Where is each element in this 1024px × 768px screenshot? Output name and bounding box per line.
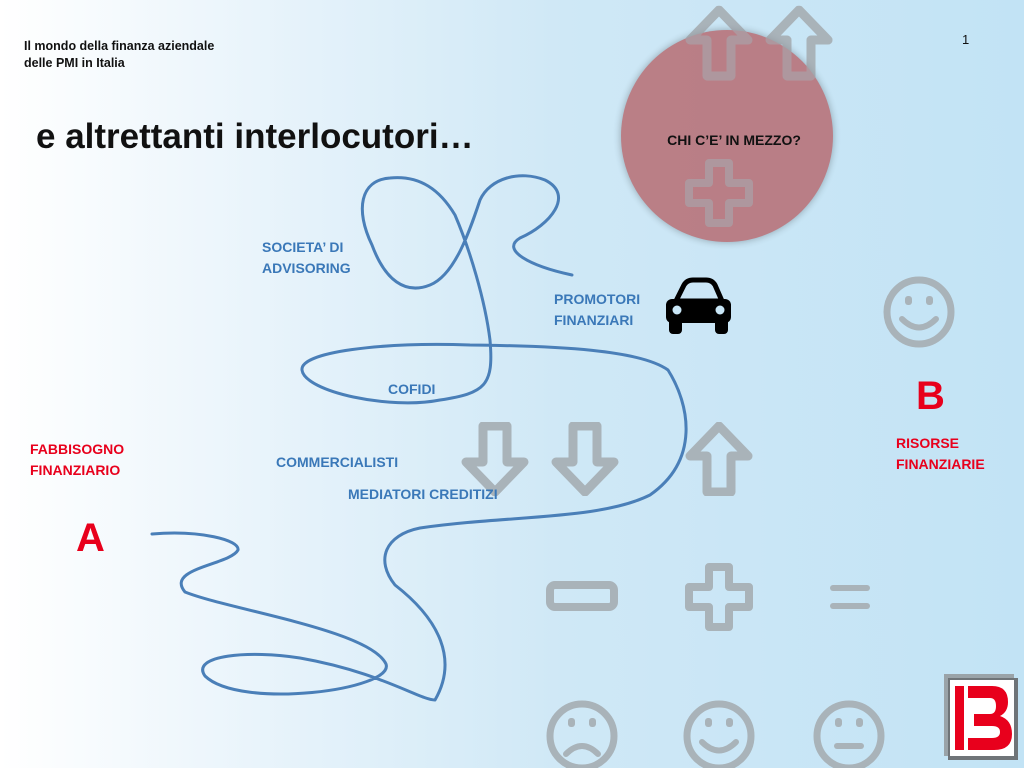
- equals-icon: [830, 585, 870, 609]
- point-a: A: [76, 516, 105, 560]
- point-b: B: [916, 374, 945, 418]
- circle-label: CHI C’E’ IN MEZZO?: [667, 132, 801, 148]
- header-subtitle-line1: Il mondo della finanza aziendale: [24, 39, 215, 53]
- advisoring-line1: SOCIETA’ DI: [262, 239, 344, 255]
- smiley-icon: [683, 700, 755, 768]
- label-commercialisti: COMMERCIALISTI: [276, 454, 399, 470]
- need-line1: FABBISOGNO: [30, 441, 125, 457]
- header-subtitle: Il mondo della finanza aziendale delle P…: [24, 38, 214, 72]
- label-mediatori-creditizi: MEDIATORI CREDITIZI: [348, 486, 498, 502]
- promotori-line1: PROMOTORI: [554, 291, 641, 307]
- minus-icon: [546, 581, 618, 611]
- label-promotori-finanziari: PROMOTORI FINANZIARI: [554, 289, 640, 331]
- smiley-icon: [883, 276, 955, 348]
- label-societa-advisoring: SOCIETA’ DI ADVISORING: [262, 237, 351, 279]
- res-line1: RISORSE: [896, 435, 960, 451]
- label-risorse-finanziarie: RISORSE FINANZIARIE: [896, 433, 985, 475]
- need-line2: FINANZIARIO: [30, 462, 121, 478]
- page-title: e altrettanti interlocutori…: [36, 117, 474, 156]
- neutral-face-icon: [813, 700, 885, 768]
- advisoring-line2: ADVISORING: [262, 260, 351, 276]
- header-subtitle-line2: delle PMI in Italia: [24, 56, 125, 70]
- label-fabbisogno-finanziario: FABBISOGNO FINANZIARIO: [30, 439, 124, 481]
- res-line2: FINANZIARIE: [896, 456, 985, 472]
- sad-face-icon: [546, 700, 618, 768]
- label-cofidi: COFIDI: [388, 381, 436, 397]
- promotori-line2: FINANZIARI: [554, 312, 634, 328]
- page-number: 1: [962, 32, 970, 47]
- logo-b-icon: [944, 674, 1018, 760]
